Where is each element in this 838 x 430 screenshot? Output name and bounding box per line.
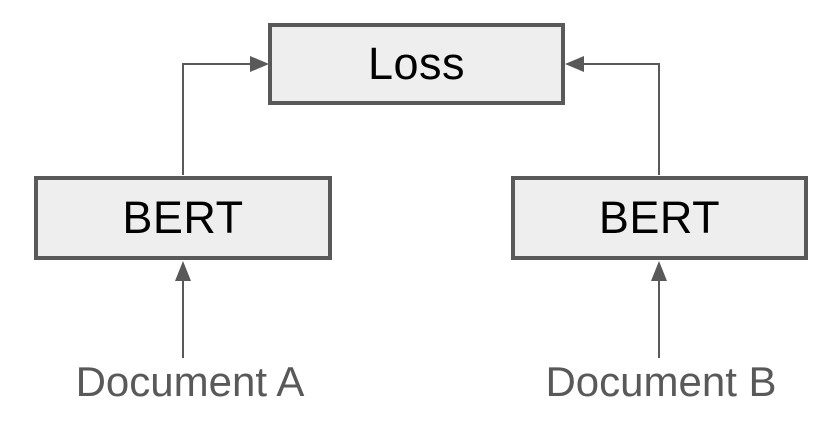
node-bert-right-label: BERT <box>598 192 721 243</box>
arrow-bert-right-to-loss <box>565 56 660 175</box>
node-bert-left: BERT <box>34 176 332 260</box>
node-bert-right: BERT <box>511 176 808 260</box>
node-loss: Loss <box>268 23 565 105</box>
arrow-document-a-to-bert-left <box>175 261 191 358</box>
node-bert-left-label: BERT <box>122 192 244 243</box>
arrow-document-b-to-bert-right <box>651 261 667 358</box>
label-document-b: Document B <box>545 358 777 405</box>
node-loss-label: Loss <box>367 38 466 89</box>
label-document-a: Document A <box>75 358 305 405</box>
arrow-bert-left-to-loss <box>182 56 269 175</box>
